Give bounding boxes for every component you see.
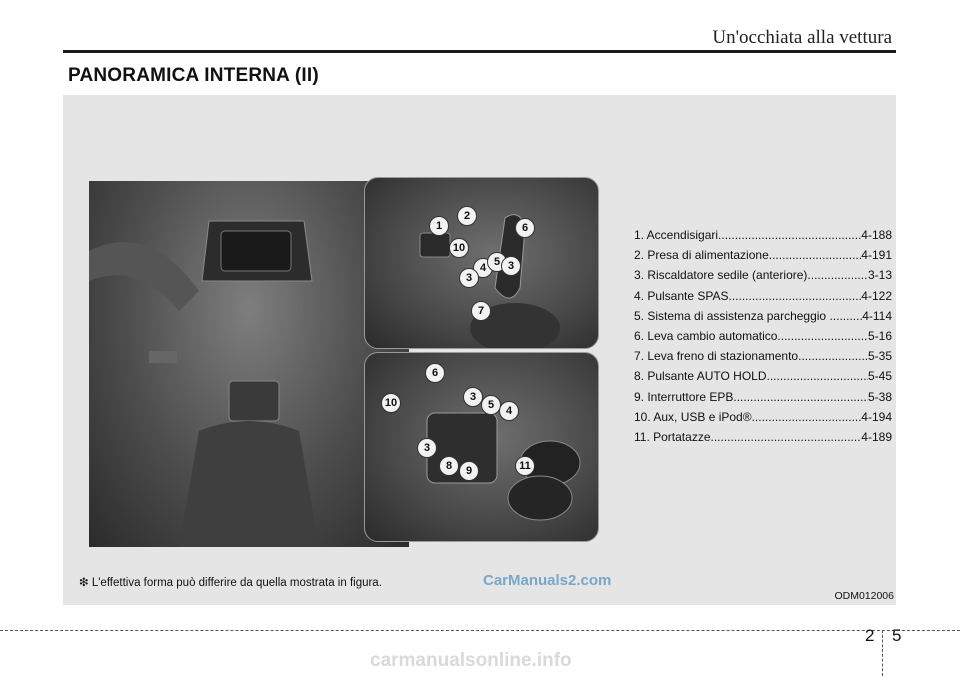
list-item: 1. Accendisigari4-188	[634, 225, 892, 245]
header-rule	[63, 50, 896, 53]
chapter-number: 2	[865, 626, 875, 645]
callout-6: 6	[515, 218, 535, 238]
callout-10-b: 10	[381, 393, 401, 413]
running-header: Un'occhiata alla vettura	[712, 27, 892, 48]
callout-3c: 3	[463, 387, 483, 407]
footer-watermark: carmanualsonline.info	[370, 650, 572, 671]
console-detail-top: 1 2 10 6 4 5 3 3 7	[364, 177, 599, 349]
list-item: 9. Interruttore EPB5-38	[634, 387, 892, 407]
callout-8: 8	[439, 456, 459, 476]
watermark-link[interactable]: CarManuals2.com	[483, 572, 612, 589]
figure-panel: 1 2 10 6 4 5 3 3 7 6 10 3 5 4 3 8 9 11 1…	[63, 95, 896, 605]
image-code: ODM012006	[834, 590, 894, 602]
dashboard-illustration	[89, 220, 319, 547]
callout-3b: 3	[501, 256, 521, 276]
list-item: 2. Presa di alimentazione4-191	[634, 245, 892, 265]
dashboard-photo	[89, 181, 409, 547]
list-item: 4. Pulsante SPAS4-122	[634, 286, 892, 306]
callout-5-b: 5	[481, 395, 501, 415]
console-detail-bottom: 6 10 3 5 4 3 8 9 11	[364, 352, 599, 542]
section-title: PANORAMICA INTERNA (II)	[68, 65, 319, 86]
component-list: 1. Accendisigari4-188 2. Presa di alimen…	[634, 225, 892, 447]
page-divider	[882, 630, 883, 676]
list-item: 10. Aux, USB e iPod®4-194	[634, 407, 892, 427]
list-item: 5. Sistema di assistenza parcheggio ..4-…	[634, 306, 892, 326]
list-item: 11. Portatazze4-189	[634, 427, 892, 447]
callout-1: 1	[429, 216, 449, 236]
callout-9: 9	[459, 461, 479, 481]
list-item: 3. Riscaldatore sedile (anteriore)3-13	[634, 265, 892, 285]
shifter-panel-illustration	[426, 412, 581, 521]
figure-note: ❇ L'effettiva forma può differire da que…	[79, 577, 382, 589]
callout-11: 11	[515, 456, 535, 476]
callout-3a: 3	[459, 268, 479, 288]
footer-rule	[0, 630, 960, 631]
callout-3d: 3	[417, 438, 437, 458]
list-item: 7. Leva freno di stazionamento5-35	[634, 346, 892, 366]
list-item: 6. Leva cambio automatico.5-16	[634, 326, 892, 346]
callout-4-b: 4	[499, 401, 519, 421]
callout-2: 2	[457, 206, 477, 226]
list-item: 8. Pulsante AUTO HOLD5-45	[634, 366, 892, 386]
callout-6-b: 6	[425, 363, 445, 383]
callout-7: 7	[471, 301, 491, 321]
callout-10: 10	[449, 238, 469, 258]
page-number: 5	[892, 626, 902, 645]
